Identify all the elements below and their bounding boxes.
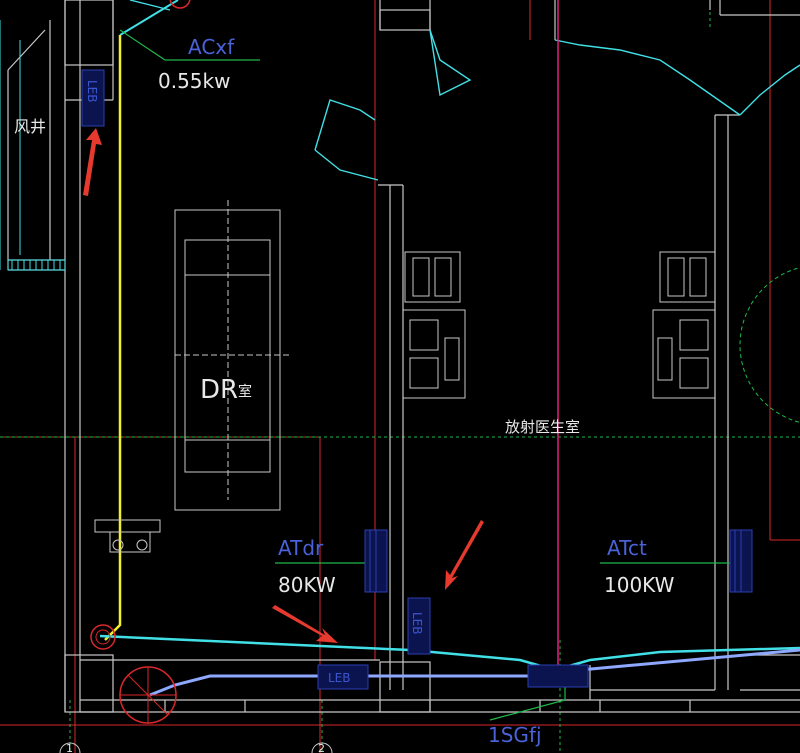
air-shaft-hatch [7,259,66,271]
air-shaft-cyan-edges [0,20,21,270]
dr-room-suffix: 室 [238,383,252,400]
distribution-panel-icon [81,69,105,127]
acxf-power-label: 0.55kw [158,69,230,93]
atct-power-label: 100KW [604,573,675,597]
console-desk-icon [402,251,466,399]
circle-junction-icon [90,624,116,650]
circle-junction-icon [169,0,191,9]
leb-label-top: LEB [85,80,99,103]
axis-2-label: 2 [318,742,325,753]
red-arrow-icon [272,605,338,643]
walls [7,0,800,713]
axis-bubble [59,742,81,753]
distribution-panel-icon [527,664,589,688]
distribution-panel-icon [364,529,388,593]
red-arrow-icon [83,128,102,196]
atct-label: ATct [607,536,647,560]
air-shaft-label: 风井 [14,117,46,136]
console-desk-icon [652,251,716,399]
red-arrow-icon [445,520,484,590]
cyan-feeder-top [119,0,179,36]
radiology-doctor-room-label: 放射医生室 [505,418,580,436]
console-desk-icon [94,519,161,553]
dr-room-label: DR [200,375,238,405]
atdr-label: ATdr [278,536,324,560]
circle-junction-icon [119,666,177,724]
distribution-panel-icon [317,664,369,690]
distribution-panel-icon [407,597,431,655]
sgfj-label: 1SGfj [488,723,542,747]
axis-bubble [311,742,333,753]
atdr-power-label: 80KW [278,573,336,597]
yellow-cable [104,35,122,641]
cyan-feeder-main [99,634,800,672]
acxf-label: ACxf [188,35,235,59]
leb-label-mid: LEB [410,612,424,635]
axis-1-label: 1 [66,742,73,753]
cyan-room-outline [129,0,800,181]
leb-label-bottom: LEB [328,671,351,685]
x-ray-table-icon [174,200,290,511]
distribution-panel-icon [729,529,753,593]
blue-cable [149,648,800,697]
